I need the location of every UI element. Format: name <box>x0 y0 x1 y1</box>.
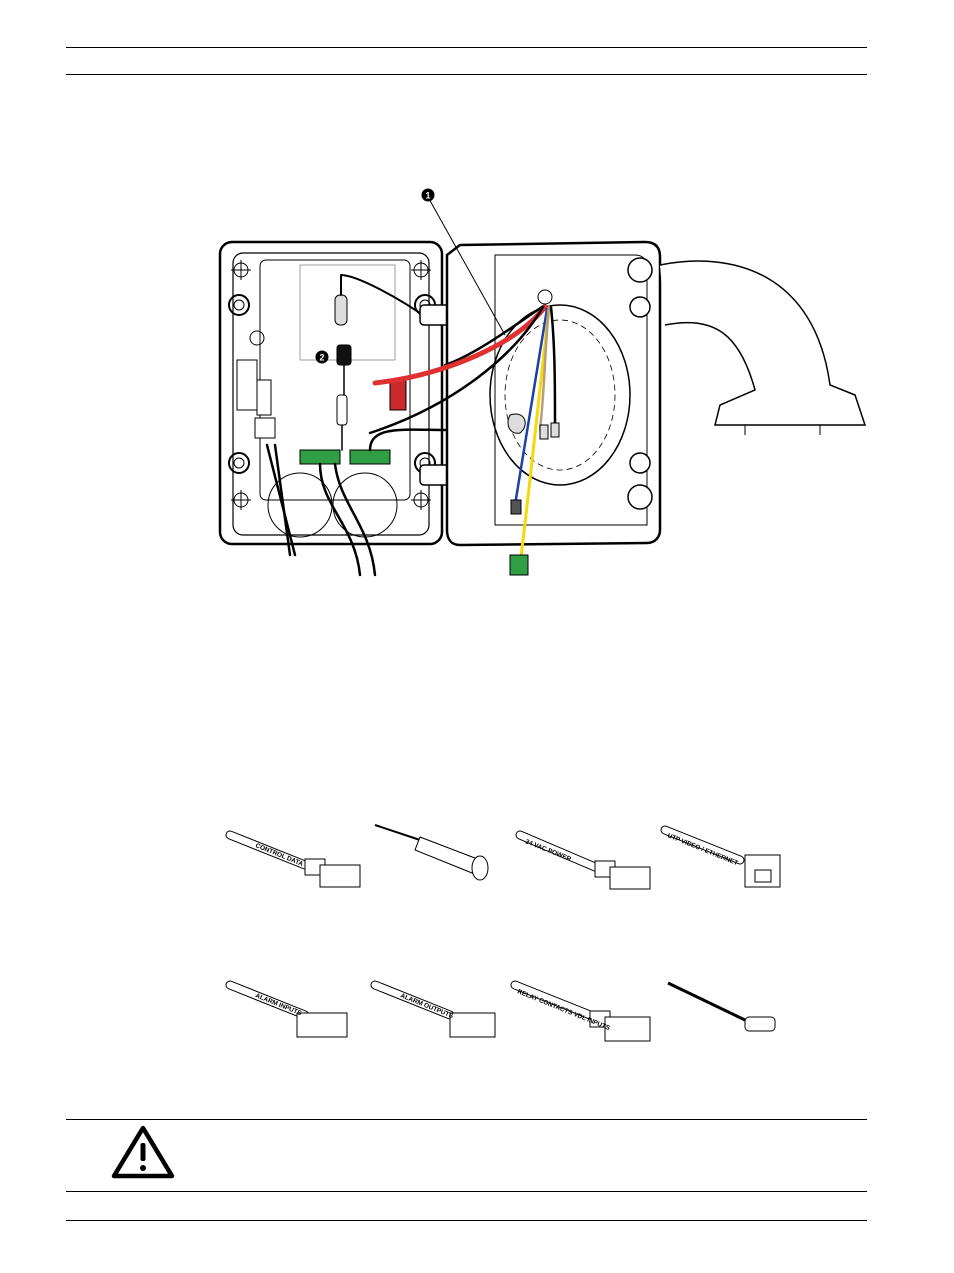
alarm-inputs-label: ALARM INPUTS <box>254 992 303 1017</box>
callout-2: 2 <box>316 351 329 364</box>
callout-2-label: 2 <box>319 353 324 363</box>
header-rule-top <box>66 47 867 48</box>
ground-wire-connector <box>668 983 775 1031</box>
notice-rule-bottom <box>66 1191 867 1192</box>
relay-contacts-label: RELAY CONTACTS VDL INPUTS <box>516 988 611 1032</box>
control-data-connector: CONTROL DATA <box>230 835 360 887</box>
back-plate <box>220 242 445 575</box>
alarm-outputs-label: ALARM OUTPUTS <box>399 992 454 1020</box>
utp-video-ethernet-connector: UTP VIDEO / ETHERNET <box>665 830 780 887</box>
junction-box-wiring-figure: 1 2 <box>215 185 875 590</box>
warning-triangle-icon <box>110 1124 176 1180</box>
control-data-label: CONTROL DATA <box>254 842 304 868</box>
notice-rule-top <box>66 1119 867 1120</box>
ferrite-connector <box>375 825 488 880</box>
wall-arm-mount <box>660 261 865 435</box>
callout-1-label: 1 <box>425 191 430 201</box>
utp-video-ethernet-label: UTP VIDEO / ETHERNET <box>666 832 739 867</box>
24vac-power-connector: 24 VAC POWER <box>520 835 650 889</box>
alarm-inputs-connector: ALARM INPUTS <box>230 985 347 1037</box>
alarm-outputs-connector: ALARM OUTPUTS <box>375 985 495 1037</box>
connector-illustrations: CONTROL DATA 24 VAC POWER UTP VIDEO / ET… <box>215 815 815 1055</box>
header-rule-bottom <box>66 74 867 75</box>
footer-rule <box>66 1220 867 1221</box>
relay-contacts-vdl-inputs-connector: RELAY CONTACTS VDL INPUTS <box>515 985 650 1041</box>
